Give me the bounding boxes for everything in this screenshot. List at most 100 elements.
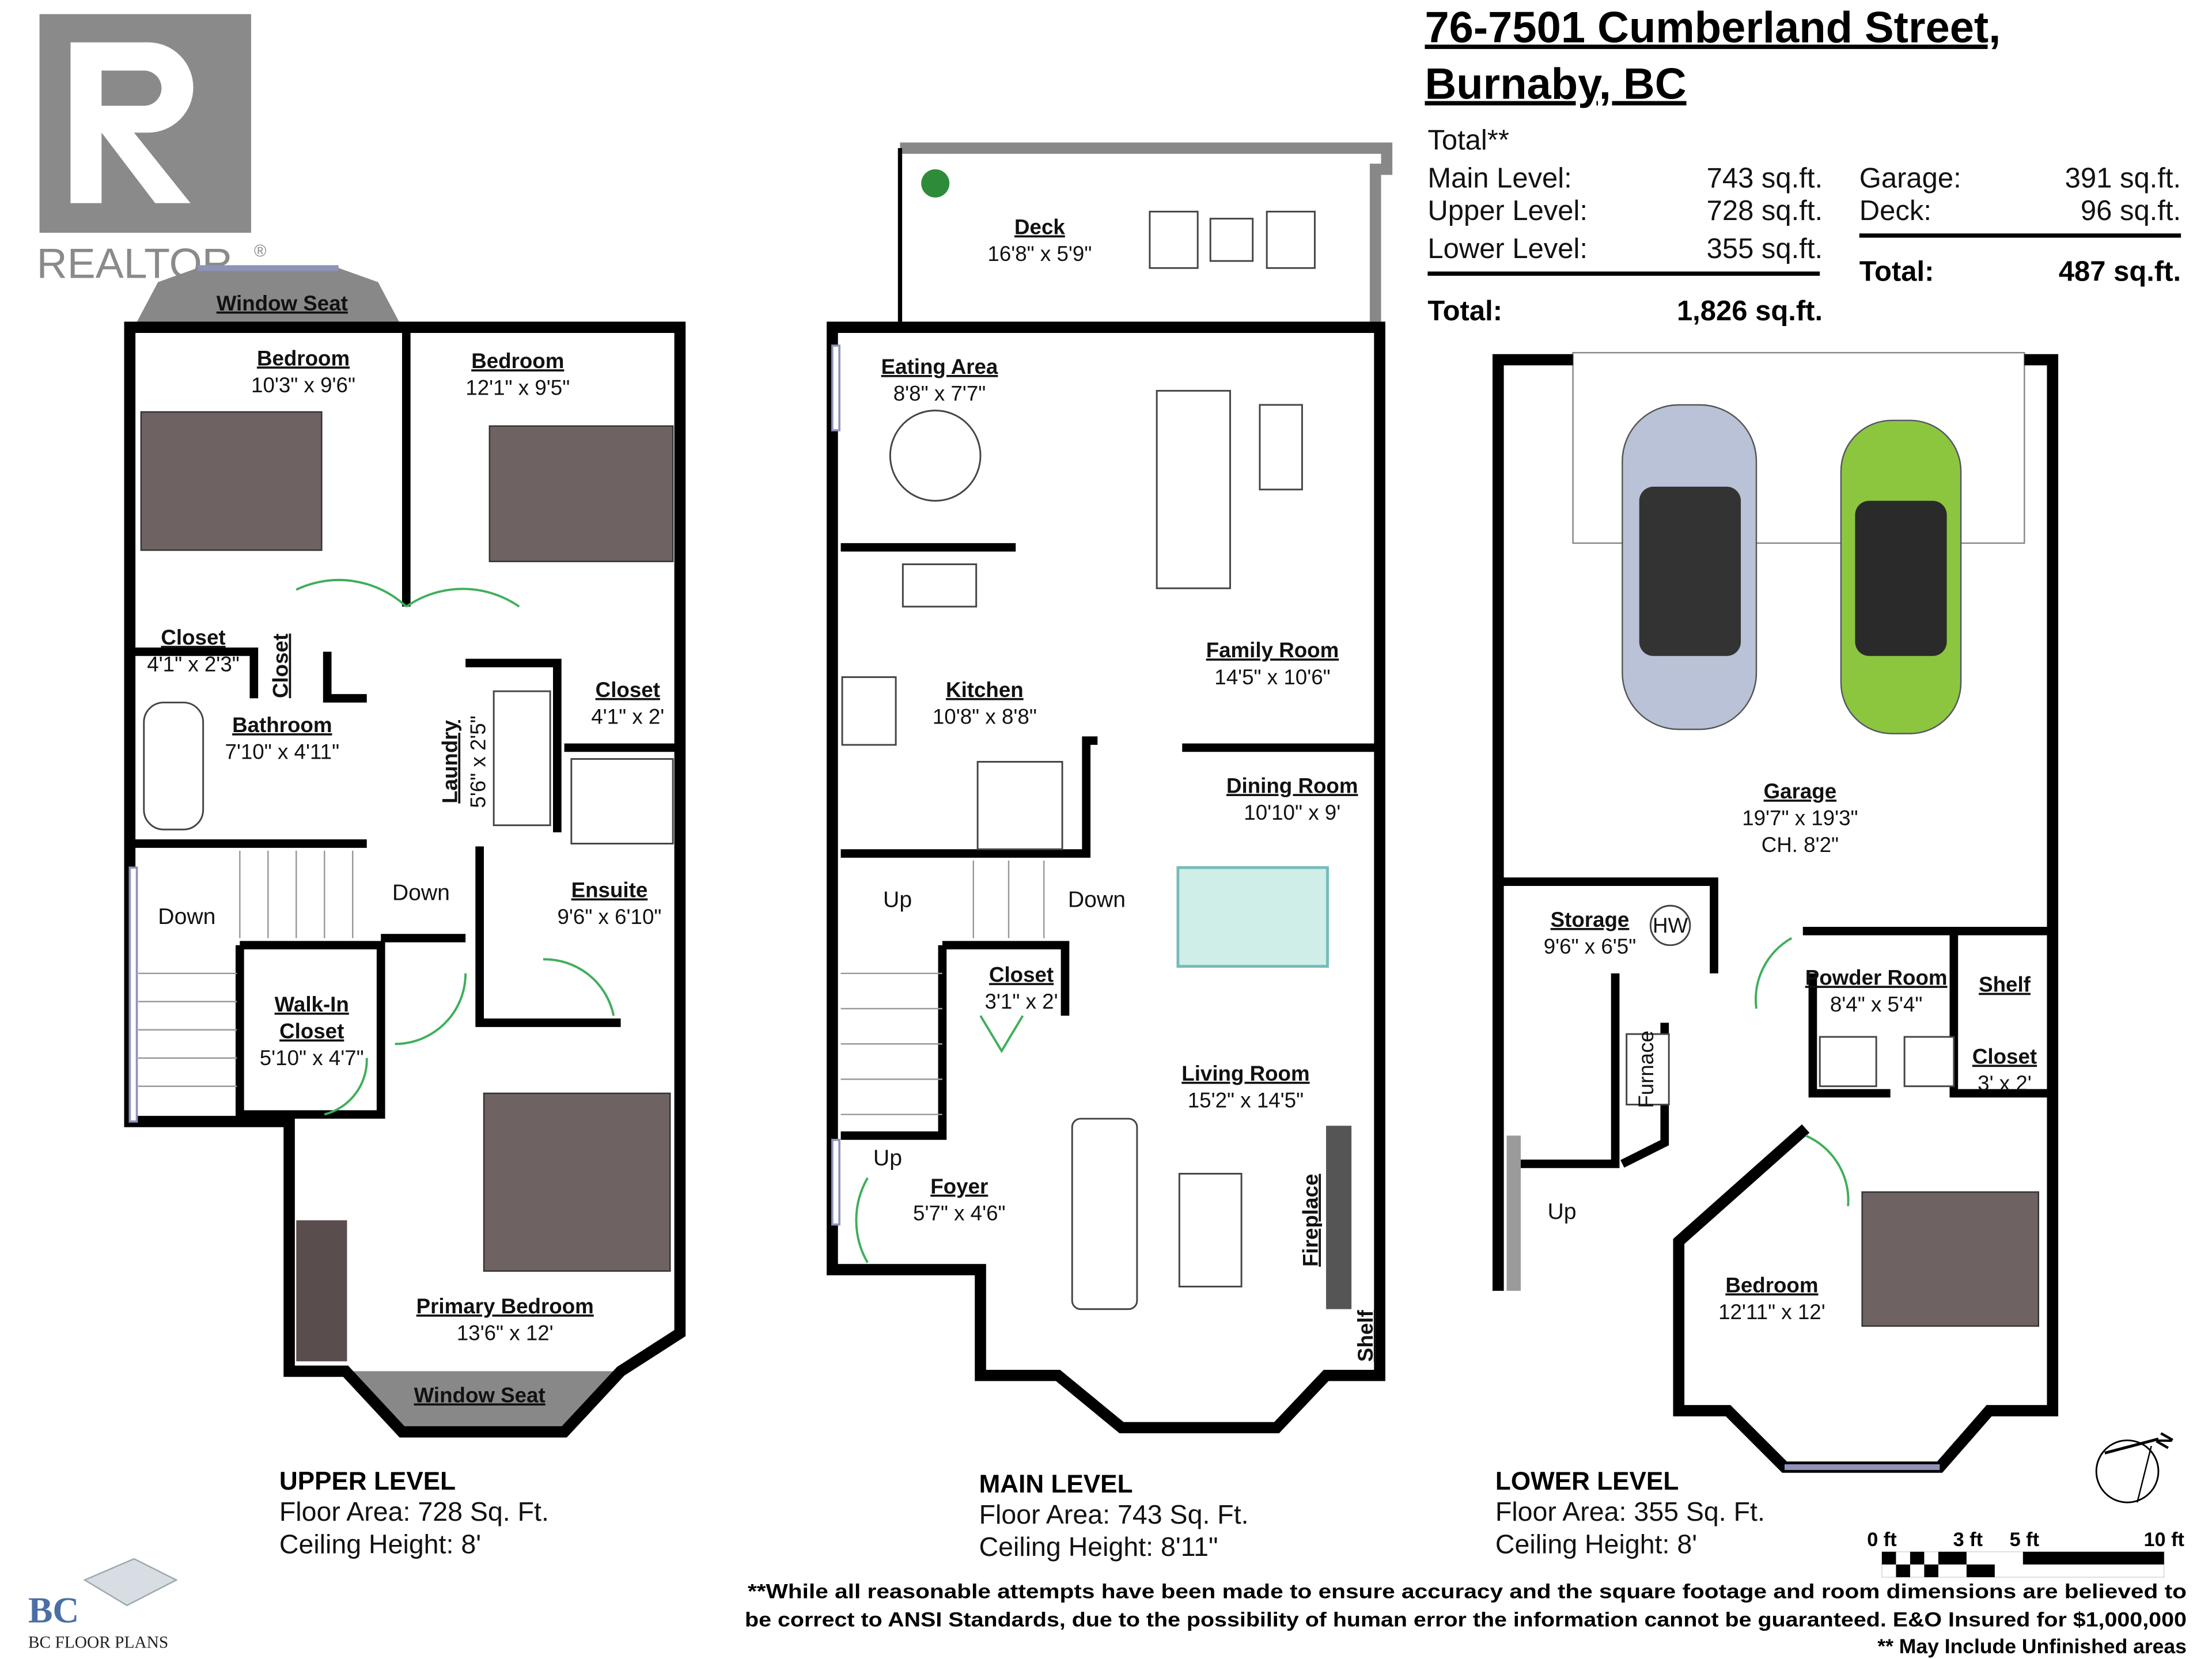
stairs-upper	[138, 850, 354, 1087]
room-dimensions: 8'4" x 5'4"	[1830, 993, 1923, 1016]
floor-area: Floor Area: 355 Sq. Ft.	[1495, 1497, 1765, 1527]
summary-value: 355 sq.ft.	[1707, 233, 1823, 264]
room-dimensions: 4'1" x 2'	[591, 704, 664, 728]
room-dimensions: 5'7" x 4'6"	[913, 1201, 1006, 1225]
room-name: Powder Room	[1805, 965, 1948, 989]
summary-label: Main Level:	[1427, 163, 1571, 194]
car-silver	[1622, 404, 1758, 730]
room-name: Foyer	[930, 1175, 988, 1198]
hw-label: HW	[1653, 914, 1688, 937]
hot-water-tank	[1649, 904, 1691, 946]
summary-label: Upper Level:	[1427, 195, 1588, 226]
summary-label: Lower Level:	[1427, 233, 1588, 264]
floor-area: Floor Area: 743 Sq. Ft.	[979, 1499, 1249, 1529]
scale-tick: 3 ft	[1953, 1529, 1983, 1551]
stair-direction-label: Down	[1068, 888, 1126, 912]
stair-direction-label: Down	[392, 880, 450, 905]
extra-label: Deck:	[1859, 195, 1931, 226]
room-name: Closet	[989, 963, 1054, 986]
upper-level-plan	[124, 265, 686, 1438]
room-dimensions: 12'11" x 12'	[1718, 1300, 1825, 1324]
lower-level-plan	[1493, 352, 2059, 1473]
upper-level-info: UPPER LEVEL Floor Area: 728 Sq. Ft. Ceil…	[279, 1467, 549, 1559]
main-level-info: MAIN LEVEL Floor Area: 743 Sq. Ft. Ceili…	[979, 1470, 1249, 1562]
room-dimensions: 10'3" x 9'6"	[251, 373, 355, 397]
fireplace	[1326, 1126, 1352, 1309]
car-green	[1840, 419, 1962, 734]
room-dimensions: 12'1" x 9'5"	[465, 376, 570, 400]
scale-tick: 0 ft	[1867, 1529, 1896, 1551]
room-dimensions: 15'2" x 14'5"	[1188, 1088, 1304, 1112]
floor-area: Floor Area: 728 Sq. Ft.	[279, 1497, 549, 1527]
room-dimensions: 4'1" x 2'3"	[147, 653, 240, 676]
extra-value: 96 sq.ft.	[2081, 195, 2181, 226]
room-dimensions: 10'10" x 9'	[1244, 801, 1340, 824]
room-name: Kitchen	[946, 678, 1024, 702]
ceiling-height: Ceiling Height: 8'11"	[979, 1532, 1218, 1562]
ceiling-height: Ceiling Height: 8'	[1495, 1529, 1697, 1559]
registered-mark: ®	[254, 242, 267, 261]
summary-value: 743 sq.ft.	[1707, 163, 1823, 194]
dining-table	[1176, 866, 1329, 968]
stair-direction-label: Up	[883, 888, 912, 912]
lower-level-info: LOWER LEVEL Floor Area: 355 Sq. Ft. Ceil…	[1495, 1467, 1765, 1559]
room-dimensions: 8'8" x 7'7"	[893, 382, 986, 406]
room-name: Storage	[1551, 908, 1630, 931]
room-name: Closet	[1972, 1045, 2037, 1069]
room-name: Deck	[1014, 215, 1065, 239]
level-title: UPPER LEVEL	[279, 1467, 456, 1495]
summary-heading: Total**	[1427, 125, 1509, 156]
realtor-logo: REALTOR ®	[37, 14, 267, 287]
address-line-1: 76-7501 Cumberland Street,	[1425, 3, 2001, 52]
room-dimensions: 9'6" x 6'10"	[557, 905, 661, 929]
summary-total-label: Total:	[1427, 296, 1502, 327]
disclaimer-line-3: ** May Include Unfinished areas	[1877, 1635, 2187, 1658]
room-name: Living Room	[1181, 1062, 1309, 1085]
room-name: Closet	[269, 634, 293, 698]
room-dimensions: 14'5" x 10'6"	[1214, 665, 1330, 689]
room-name: Laundry	[438, 719, 461, 803]
room-name: Dining Room	[1226, 774, 1358, 797]
room-name: Bedroom	[471, 349, 564, 373]
room-dimensions: 7'10" x 4'11"	[225, 740, 339, 764]
stair-direction-label: Up	[873, 1146, 902, 1171]
stair-direction-label: Down	[158, 904, 215, 929]
room-name: Eating Area	[881, 355, 998, 378]
room-name: Family Room	[1206, 638, 1339, 662]
room-dimensions: 5'10" x 4'7"	[260, 1046, 364, 1070]
extra-label: Garage:	[1859, 163, 1961, 194]
room-ceiling-height: CH. 8'2"	[1762, 833, 1839, 857]
disclaimer-line-2: be correct to ANSI Standards, due to the…	[745, 1608, 2187, 1631]
scale-tick: 10 ft	[2144, 1529, 2184, 1551]
room-name: Bedroom	[257, 346, 350, 370]
extras-total-label: Total:	[1859, 256, 1934, 287]
furnace	[1626, 1033, 1670, 1106]
room-dimensions: 13'6" x 12'	[457, 1321, 554, 1345]
level-title: LOWER LEVEL	[1495, 1467, 1679, 1495]
window-seat-top	[134, 268, 402, 328]
room-name: Closet	[596, 678, 660, 702]
room-name: Primary Bedroom	[416, 1294, 594, 1318]
room-dimensions: 10'8" x 8'8"	[933, 704, 1037, 728]
room-dimensions: 19'7" x 19'3"	[1742, 806, 1858, 830]
room-name: Shelf	[1979, 973, 2031, 997]
level-title: MAIN LEVEL	[979, 1470, 1133, 1498]
furnace-label: Furnace	[1634, 1031, 1658, 1108]
main-level-plan	[827, 142, 1393, 1434]
summary-total-value: 1,826 sq.ft.	[1677, 296, 1823, 327]
room-dimensions: 9'6" x 6'5"	[1544, 935, 1637, 959]
ceiling-height: Ceiling Height: 8'	[279, 1529, 481, 1559]
room-name: Bedroom	[1725, 1273, 1818, 1297]
room-name: Garage	[1764, 779, 1837, 803]
room-dimensions: 3'1" x 2'	[985, 990, 1058, 1013]
scale-bar: 0 ft 3 ft 5 ft 10 ft	[1867, 1529, 2184, 1578]
stair-direction-label: Up	[1548, 1199, 1577, 1224]
room-name: Closet	[161, 626, 225, 649]
scale-tick: 5 ft	[2010, 1529, 2039, 1551]
area-summary: Total** Main Level: 743 sq.ft. Upper Lev…	[1427, 125, 2181, 327]
room-name: Window Seat	[217, 291, 348, 315]
address-line-2: Burnaby, BC	[1425, 59, 1686, 108]
bc-floor-plans-logo: BC BC FLOOR PLANS	[28, 1558, 178, 1652]
